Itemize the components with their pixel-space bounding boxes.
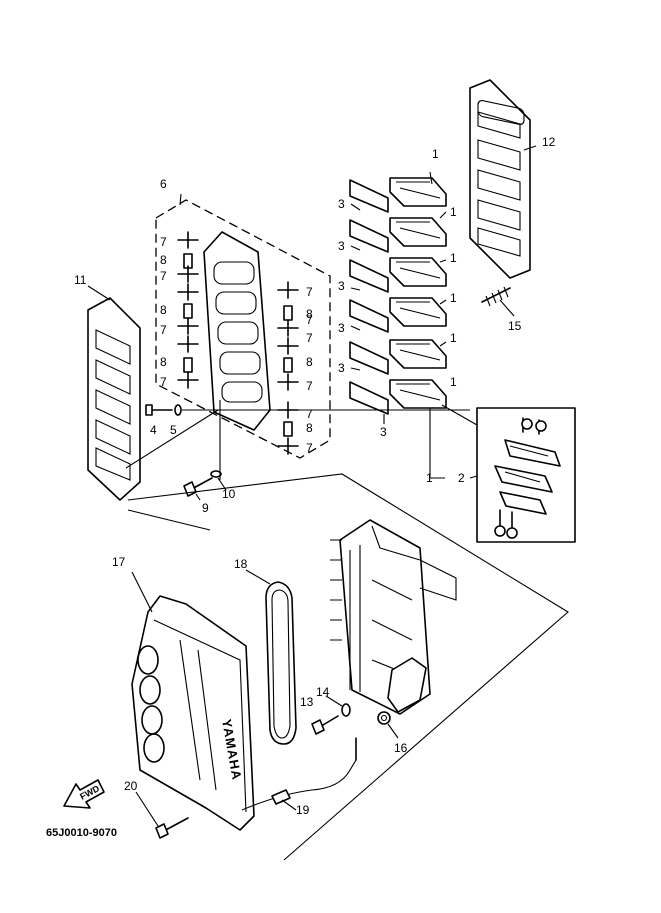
- callout-15: 15: [508, 319, 522, 333]
- washer-14: [341, 703, 351, 717]
- reed-valve-3: [349, 257, 447, 293]
- callout-7: 7: [160, 375, 167, 389]
- callout-3: 3: [338, 321, 345, 335]
- callout-3: 3: [380, 425, 387, 439]
- crankcase-block: [330, 519, 457, 715]
- bolt-9: [183, 477, 213, 497]
- hose-fittings-left: [177, 231, 199, 389]
- diagram-code: 65J0010-9070: [46, 827, 117, 839]
- gasket-11: [87, 297, 141, 501]
- gasket-18: [265, 581, 297, 745]
- callout-7: 7: [160, 235, 167, 249]
- intake-manifold-plate: [203, 231, 271, 431]
- callout-19: 19: [296, 803, 310, 817]
- callout-7: 7: [160, 323, 167, 337]
- washer-10: [210, 470, 222, 478]
- bolt-13: [311, 715, 339, 735]
- callout-3: 3: [338, 239, 345, 253]
- callout-1: 1: [432, 147, 439, 161]
- callout-8: 8: [160, 253, 167, 267]
- bolt-4: [145, 404, 173, 416]
- callout-8: 8: [306, 355, 313, 369]
- intake-silencer-cover-17: [131, 595, 255, 831]
- callout-7: 7: [160, 269, 167, 283]
- hose-19: [241, 759, 357, 811]
- stud-bolt-15: [481, 286, 511, 307]
- callout-7: 7: [306, 379, 313, 393]
- bolt-20: [155, 817, 189, 839]
- callout-2: 2: [458, 471, 465, 485]
- reed-valve-5: [349, 339, 447, 375]
- callout-13: 13: [300, 695, 314, 709]
- reed-valve-detail-box: [476, 407, 576, 543]
- callout-1: 1: [450, 205, 457, 219]
- reed-valve-stack: [349, 177, 447, 415]
- forward-direction-arrow: FWD: [63, 779, 105, 809]
- callout-1: 1: [450, 251, 457, 265]
- callout-numbers: 1 1 1 1 1 1 1 2 3 3 3 3 3 3 4 5 6 7 8 7 …: [74, 135, 556, 817]
- callout-3: 3: [338, 197, 345, 211]
- callout-7: 7: [306, 407, 313, 421]
- callout-1: 1: [426, 471, 433, 485]
- callout-7: 7: [306, 285, 313, 299]
- washer-5: [174, 404, 182, 416]
- callout-1: 1: [450, 375, 457, 389]
- callout-7: 7: [306, 441, 313, 455]
- callout-20: 20: [124, 779, 138, 793]
- reed-valve-6: [349, 379, 447, 415]
- callout-8: 8: [306, 307, 313, 321]
- leader-lines: [87, 145, 537, 827]
- callout-9: 9: [202, 501, 209, 515]
- callout-14: 14: [316, 685, 330, 699]
- callout-5: 5: [170, 423, 177, 437]
- gasket-12: [469, 79, 531, 279]
- callout-1: 1: [450, 331, 457, 345]
- callout-10: 10: [222, 487, 236, 501]
- callout-17: 17: [112, 555, 126, 569]
- callout-1: 1: [450, 291, 457, 305]
- reed-valve-1: [349, 177, 447, 213]
- reed-valve-2: [349, 217, 447, 253]
- callout-12: 12: [542, 135, 556, 149]
- callout-4: 4: [150, 423, 157, 437]
- callout-8: 8: [160, 303, 167, 317]
- callout-18: 18: [234, 557, 248, 571]
- callout-6: 6: [160, 177, 167, 191]
- callout-3: 3: [338, 361, 345, 375]
- callout-8: 8: [306, 421, 313, 435]
- callout-7: 7: [306, 313, 313, 327]
- callout-7: 7: [306, 331, 313, 345]
- dashed-group-box-6: [155, 199, 331, 459]
- callout-8: 8: [160, 355, 167, 369]
- callout-3: 3: [338, 279, 345, 293]
- hose-fittings-right: [277, 281, 299, 455]
- callout-11: 11: [74, 273, 87, 287]
- callout-16: 16: [394, 741, 408, 755]
- nut-16: [377, 711, 391, 725]
- reed-valve-4: [349, 297, 447, 333]
